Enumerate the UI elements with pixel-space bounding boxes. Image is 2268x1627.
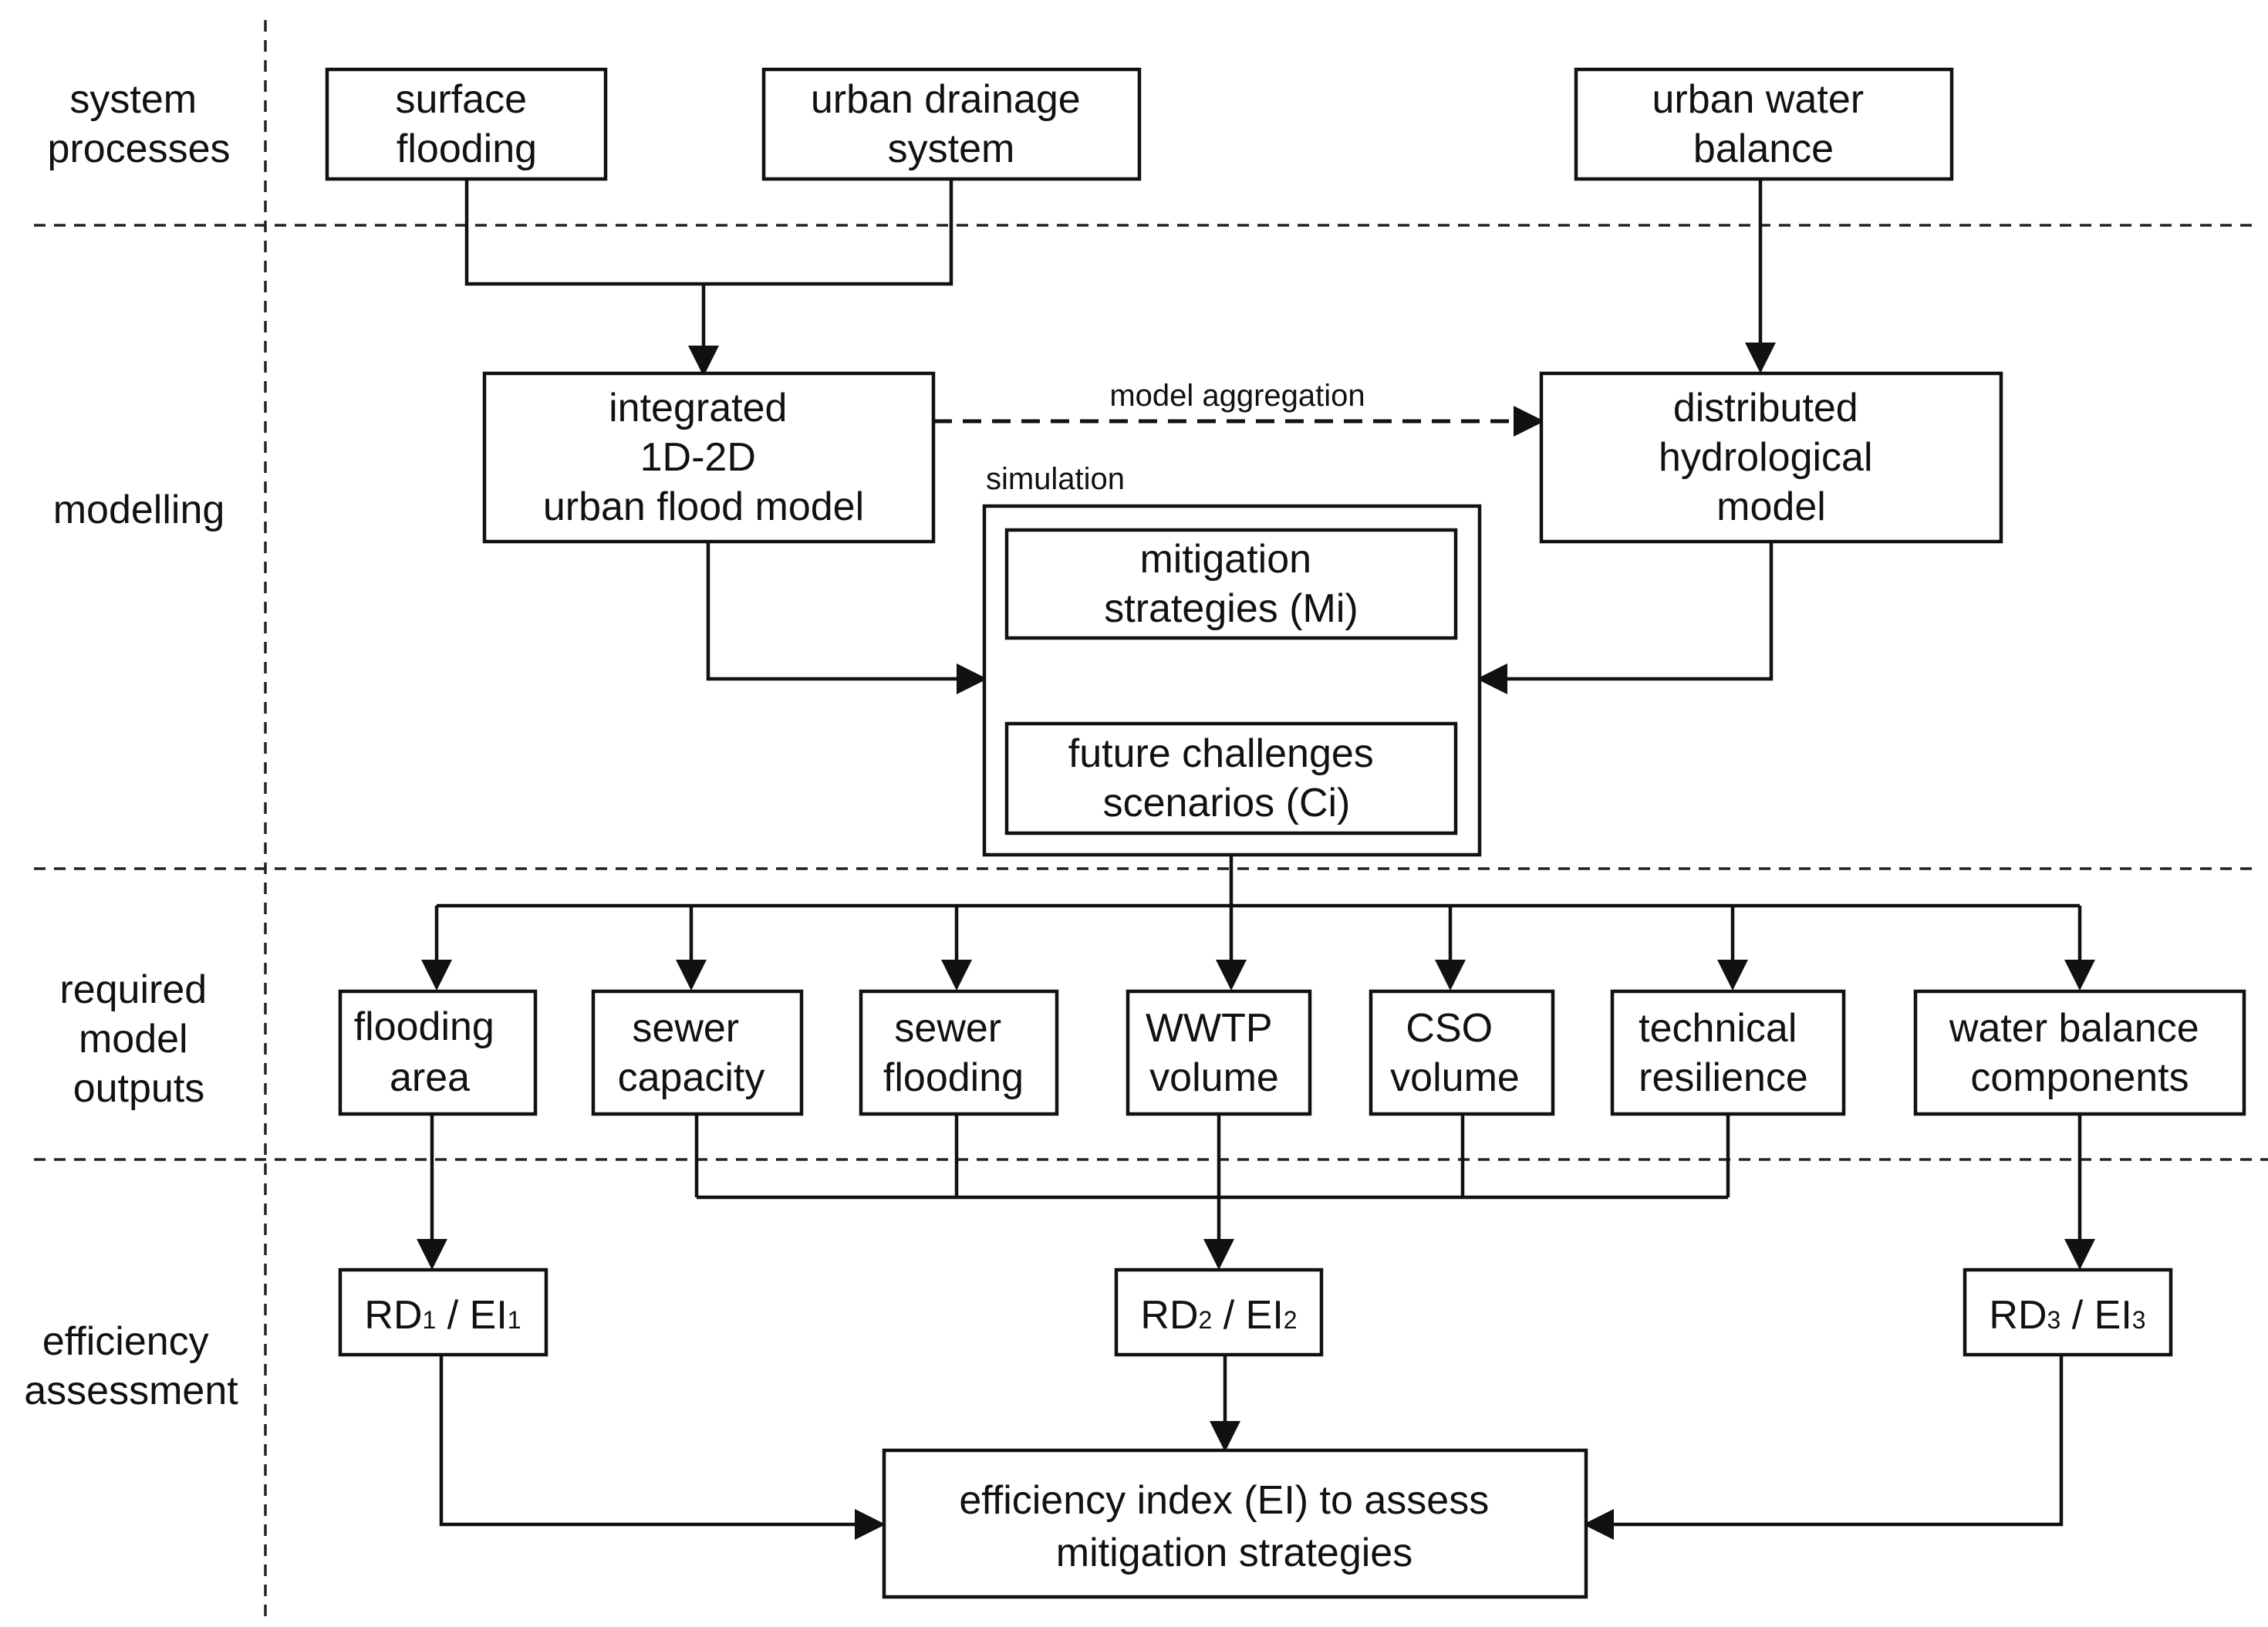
box-urban-water-balance: urban water balance: [1574, 67, 1954, 181]
box-flooding-area: flooding area: [338, 989, 538, 1116]
svg-text:RD1 / EI1: RD1 / EI1: [364, 1293, 521, 1338]
svg-text:RD2 / EI2: RD2 / EI2: [1140, 1293, 1297, 1338]
connector-surface-flooding: [464, 179, 704, 286]
svg-text:urban water balance: urban water balance: [1652, 77, 1875, 171]
svg-text:urban drainage system: urban drainage system: [811, 77, 1092, 171]
svg-text:technical resilience: technical resilience: [1639, 1006, 1808, 1100]
svg-text:WWTP volume: WWTP volume: [1146, 1006, 1283, 1100]
box-urban-drainage-system: urban drainage system: [761, 67, 1142, 181]
svg-text:future challenges scenar: future challenges scenarios (Ci): [1068, 731, 1385, 825]
lane-label-modelling: modelling: [53, 488, 225, 532]
box-urban-flood-model: integrated 1D-2D urban flood model: [482, 371, 936, 544]
lane-label-required-model-outputs: required model outputs: [59, 967, 218, 1111]
svg-text:efficiency index (EI) to asses: efficiency index (EI) to assess mitigati…: [959, 1478, 1500, 1575]
box-hydrological-model: distributed hydrological model: [1539, 371, 2003, 544]
lane-label-system-processes: system processes: [48, 77, 231, 171]
box-cso-volume: CSO volume: [1369, 989, 1555, 1116]
box-rd3-ei3: RD3 / EI3: [1963, 1268, 2173, 1357]
svg-text:sewer flooding: sewer flooding: [883, 1006, 1024, 1100]
svg-text:mitigation strategies (M: mitigation strategies (Mi): [1104, 537, 1358, 631]
box-efficiency-index: efficiency index (EI) to assess mitigati…: [882, 1448, 1588, 1599]
svg-text:sewer capacity: sewer capacity: [618, 1006, 765, 1100]
box-water-balance-components: water balance components: [1913, 989, 2246, 1116]
box-wwtp-volume: WWTP volume: [1126, 989, 1312, 1116]
svg-text:CSO volume: CSO volume: [1390, 1006, 1520, 1100]
lane-label-efficiency-assessment: efficiency assessment: [24, 1319, 238, 1413]
arrow-hydrological-model-to-simulation: [1477, 542, 1774, 694]
svg-text:distributed hydrological: distributed hydrological model: [1659, 386, 1884, 529]
box-technical-resilience: technical resilience: [1610, 989, 1846, 1116]
label-simulation: simulation: [986, 462, 1125, 496]
box-sewer-capacity: sewer capacity: [591, 989, 804, 1116]
svg-text:flooding area: flooding area: [354, 1004, 506, 1100]
svg-text:RD3 / EI3: RD3 / EI3: [1989, 1293, 2145, 1338]
box-rd1-ei1: RD1 / EI1: [338, 1268, 548, 1357]
box-sewer-flooding: sewer flooding: [859, 989, 1059, 1116]
arrow-rd3-to-efficiency-index: [1583, 1355, 2064, 1540]
box-future-challenges: future challenges scenarios (Ci): [1004, 721, 1458, 835]
box-mitigation-strategies: mitigation strategies (Mi): [1004, 528, 1458, 640]
arrow-rd1-to-efficiency-index: [439, 1355, 886, 1540]
label-model-aggregation: model aggregation: [1109, 379, 1365, 413]
arrow-flood-model-to-simulation: [706, 542, 987, 694]
box-surface-flooding: surface flooding: [325, 67, 608, 181]
connector-urban-drainage: [704, 179, 953, 286]
svg-text:surface flooding: surface flooding: [396, 77, 538, 171]
svg-text:integrated 1D-2D u: integrated 1D-2D urban flood model: [543, 386, 864, 529]
svg-text:water balance components: water balance components: [1949, 1006, 2210, 1100]
box-rd2-ei2: RD2 / EI2: [1114, 1268, 1324, 1357]
